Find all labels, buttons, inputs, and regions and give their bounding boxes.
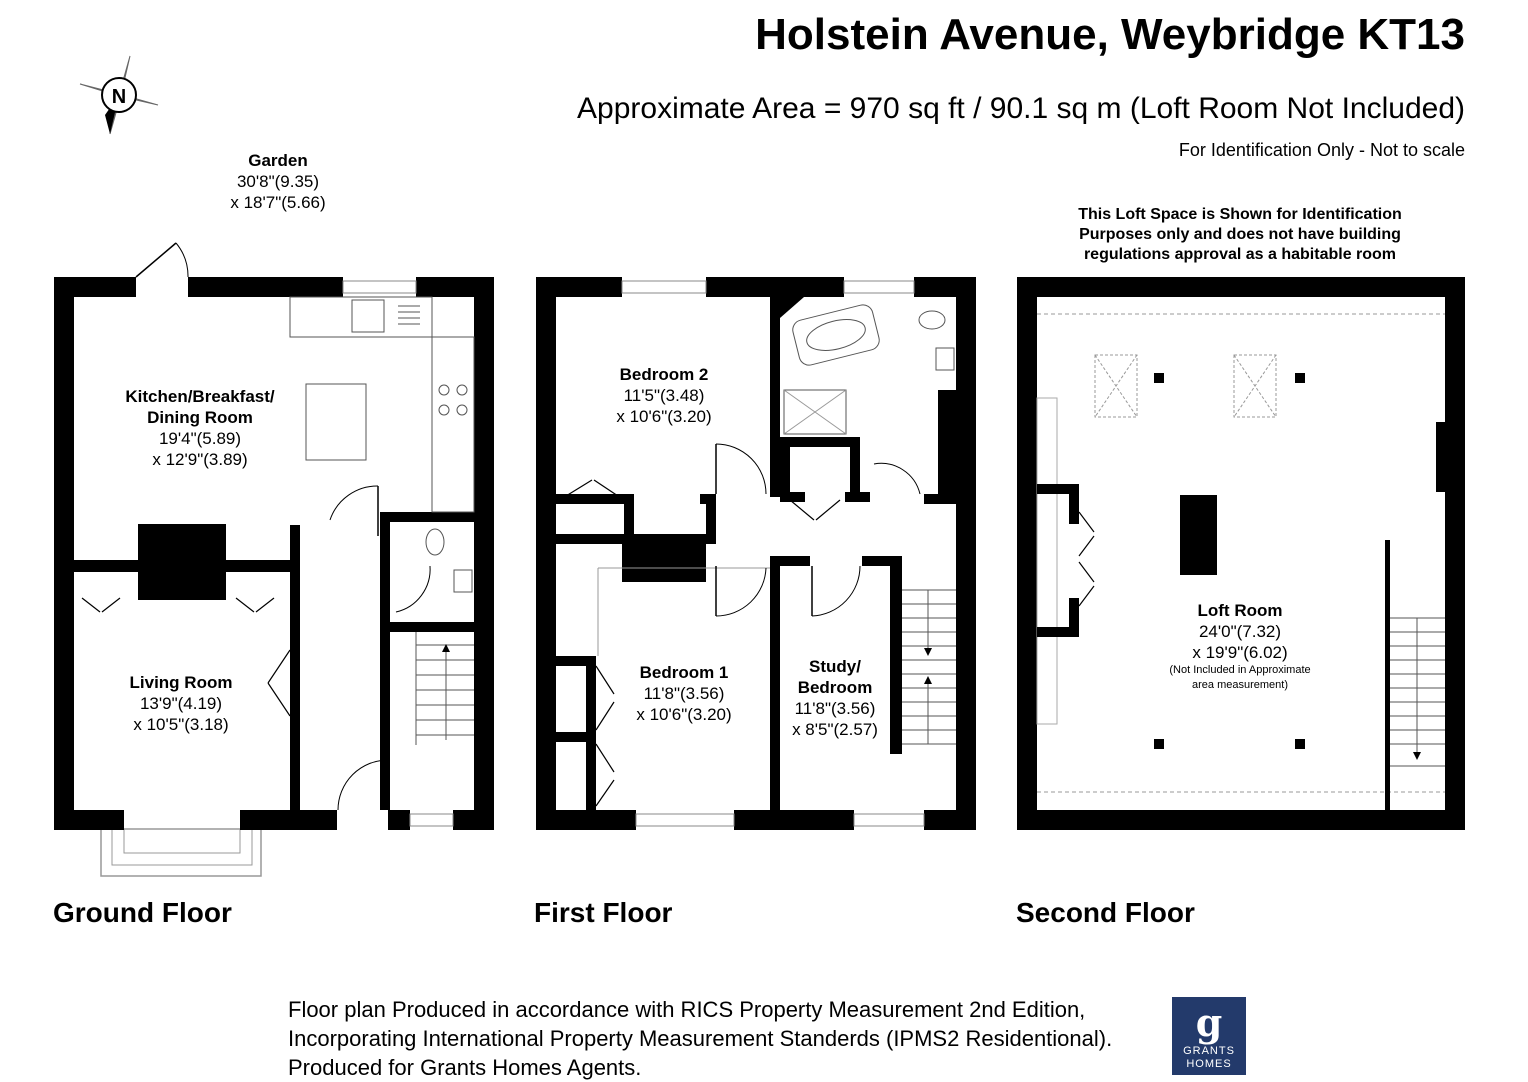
first-floor-label: First Floor [534,897,673,928]
svg-text:N: N [112,86,126,108]
ground-floor-label: Ground Floor [53,897,232,928]
room-living: Living Room 13'9"(4.19) x 10'5"(3.18) [129,673,233,734]
room-study-bedroom: Study/ Bedroom 11'8"(3.56) x 8'5"(2.57) [792,657,878,739]
identification-note: For Identification Only - Not to scale [1178,140,1465,160]
approximate-area: Approximate Area = 970 sq ft / 90.1 sq m… [577,92,1465,125]
garden-label: Garden 30'8"(9.35) x 18'7"(5.66) [230,151,326,212]
room-kitchen: Kitchen/Breakfast/ Dining Room 19'4"(5.8… [125,387,275,469]
compass-icon: N [79,55,159,135]
second-floor-plan [1017,277,1465,830]
measurement-footnote: Floor plan Produced in accordance with R… [288,997,1113,1080]
room-bedroom-1: Bedroom 1 11'8"(3.56) x 10'6"(3.20) [636,663,732,724]
loft-disclaimer: This Loft Space is Shown for Identificat… [1078,206,1402,263]
grants-homes-logo: g GRANTS HOMES [1172,997,1246,1075]
ground-floor-plan [54,242,494,877]
room-bedroom-2: Bedroom 2 11'5"(3.48) x 10'6"(3.20) [616,365,712,426]
page-title: Holstein Avenue, Weybridge KT13 [755,10,1465,59]
room-loft: Loft Room 24'0"(7.32) x 19'9"(6.02) (Not… [1169,601,1311,691]
first-floor-plan [536,277,976,830]
second-floor-label: Second Floor [1016,897,1195,928]
